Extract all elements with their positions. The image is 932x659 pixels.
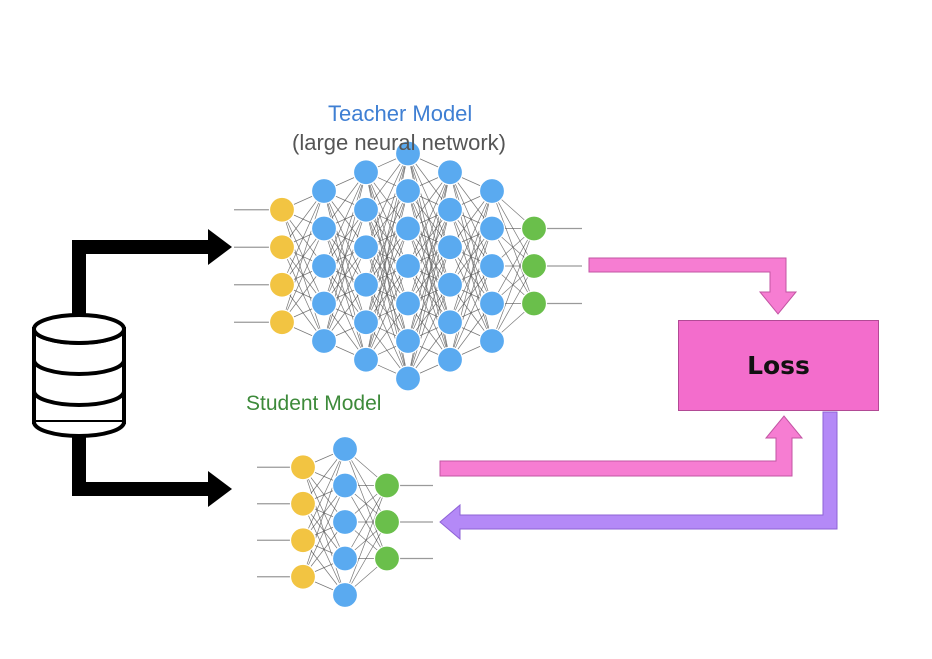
teacher-connection: [281, 190, 325, 323]
student-connection: [344, 485, 388, 596]
teacher-connection: [365, 228, 409, 360]
data-to-teacher-arrow: [72, 229, 232, 316]
student-connection: [302, 448, 346, 541]
teacher-hidden-node: [394, 365, 422, 392]
database-icon: [32, 313, 126, 438]
teacher-connection: [491, 228, 535, 342]
student-output-node: [373, 545, 401, 572]
student-network: [289, 435, 401, 609]
teacher-model-subtitle: (large neural network): [292, 130, 506, 155]
teacher-hidden-node: [394, 290, 422, 317]
loss-to-student-arrow: [439, 411, 838, 541]
loss-box: Loss: [678, 320, 879, 411]
teacher-hidden-node: [352, 309, 380, 336]
teacher-hidden-node: [352, 346, 380, 373]
teacher-connection: [407, 172, 451, 267]
teacher-hidden-node: [436, 346, 464, 373]
teacher-connection: [323, 172, 367, 304]
teacher-model-title: Teacher Model: [328, 101, 473, 126]
teacher-connection: [407, 247, 451, 379]
teacher-connection: [365, 153, 409, 248]
teacher-hidden-node: [394, 327, 422, 355]
student-connection: [344, 485, 388, 559]
teacher-hidden-node: [310, 177, 338, 205]
teacher-input-node: [268, 309, 296, 336]
teacher-hidden-node: [310, 327, 338, 355]
student-input-node: [289, 563, 317, 590]
teacher-hidden-node: [478, 215, 506, 242]
teacher-input-node: [268, 196, 296, 223]
teacher-output-node: [520, 290, 548, 317]
teacher-input-node: [268, 271, 296, 298]
teacher-hidden-node: [352, 234, 380, 261]
teacher-connection: [323, 247, 367, 342]
teacher-connection: [323, 209, 367, 342]
teacher-connection: [407, 172, 451, 304]
student-input-node: [289, 527, 317, 554]
teacher-hidden-node: [436, 196, 464, 223]
data-to-student-arrow: [72, 436, 232, 507]
student-to-loss-arrow: [439, 415, 804, 477]
teacher-connection: [365, 153, 409, 285]
student-connection: [344, 521, 388, 596]
student-hidden-node: [331, 508, 359, 536]
teacher-hidden-node: [394, 215, 422, 242]
teacher-hidden-node: [394, 140, 422, 167]
student-model-title: Student Model: [246, 392, 382, 415]
teacher-hidden-node: [394, 177, 422, 205]
student-connection: [302, 485, 346, 577]
student-hidden-node: [331, 545, 359, 572]
teacher-connection: [491, 265, 535, 342]
teacher-hidden-node: [310, 252, 338, 280]
teacher-network: [268, 140, 548, 392]
teacher-hidden-node: [394, 252, 422, 280]
teacher-connection: [449, 265, 493, 360]
teacher-connection: [491, 228, 535, 304]
student-hidden-node: [331, 581, 359, 609]
student-input-node: [289, 490, 317, 517]
teacher-connection: [449, 190, 493, 323]
teacher-hidden-node: [436, 271, 464, 298]
teacher-output-node: [520, 215, 548, 242]
teacher-connection: [281, 190, 325, 285]
teacher-connection: [449, 228, 493, 360]
student-connection: [302, 448, 346, 577]
teacher-output-node: [520, 252, 548, 280]
teacher-hidden-node: [436, 234, 464, 261]
teacher-hidden-node: [352, 196, 380, 223]
teacher-input-node: [268, 234, 296, 261]
teacher-hidden-node: [352, 159, 380, 186]
teacher-hidden-node: [478, 177, 506, 205]
student-hidden-node: [331, 435, 359, 463]
teacher-connection: [365, 265, 409, 360]
teacher-hidden-node: [478, 290, 506, 317]
teacher-hidden-node: [352, 271, 380, 298]
teacher-hidden-node: [436, 309, 464, 336]
student-output-node: [373, 508, 401, 536]
teacher-hidden-node: [478, 252, 506, 280]
teacher-hidden-node: [310, 290, 338, 317]
teacher-hidden-node: [436, 159, 464, 186]
teacher-connection: [281, 228, 325, 323]
teacher-hidden-node: [310, 215, 338, 242]
teacher-connection: [323, 172, 367, 267]
teacher-connection: [407, 284, 451, 379]
teacher-connection: [449, 190, 493, 285]
student-input-node: [289, 454, 317, 481]
student-output-node: [373, 472, 401, 499]
loss-label: Loss: [747, 351, 810, 380]
student-hidden-node: [331, 472, 359, 499]
teacher-to-loss-arrow: [588, 257, 798, 315]
teacher-hidden-node: [478, 327, 506, 355]
